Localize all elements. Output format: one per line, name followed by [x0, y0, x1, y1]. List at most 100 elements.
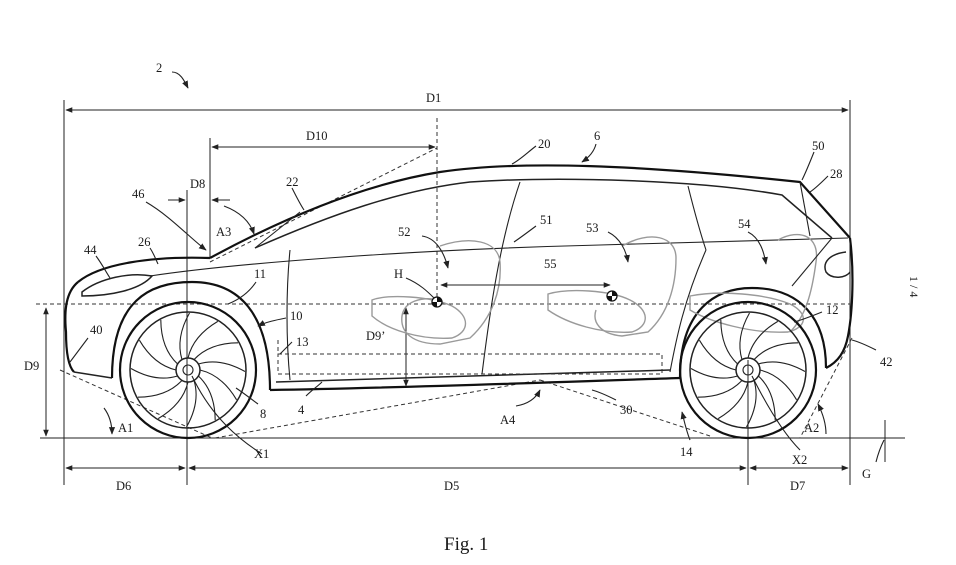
label-44: 44: [84, 243, 97, 257]
leader-50: [801, 151, 815, 181]
arc-a2: [817, 403, 827, 435]
battery-pack-outline: [277, 353, 663, 375]
label-2: 2: [156, 61, 162, 75]
leader-13: [279, 341, 293, 355]
leader-14: [680, 411, 691, 441]
label-40: 40: [90, 323, 103, 337]
leader-4: [305, 381, 323, 397]
wheel-spoke: [160, 319, 178, 365]
label-a4: A4: [500, 413, 516, 427]
windshield-line: [254, 211, 301, 249]
leader-22: [291, 187, 305, 211]
rear-wheel: [678, 300, 818, 440]
rear-pillar-line: [799, 181, 811, 237]
wheel-spoke: [198, 361, 246, 372]
label-h: H: [394, 267, 403, 281]
leader-42: [851, 339, 877, 351]
wheel-spoke: [193, 342, 239, 360]
leader-46: [145, 201, 207, 251]
label-55: 55: [544, 257, 557, 271]
wheel-spoke: [138, 339, 177, 371]
leader-44: [95, 255, 111, 279]
wheel-spoke: [758, 361, 806, 372]
tail-light: [824, 251, 851, 278]
label-6: 6: [594, 129, 600, 143]
hip-point-h-rear-fill: [607, 291, 617, 301]
wheel-spoke: [198, 375, 216, 421]
body-character-line: [149, 237, 849, 277]
c-pillar-line: [687, 185, 707, 251]
arc-a4: [515, 389, 541, 407]
leader-8: [235, 387, 259, 405]
leader-11: [227, 281, 257, 305]
headlight: [81, 274, 154, 297]
seat-53-cushion: [547, 289, 646, 333]
b-pillar-line-51: [481, 181, 521, 375]
figure-caption: Fig. 1: [444, 534, 488, 555]
front-bumper: [64, 281, 79, 373]
leader-2: [171, 71, 189, 89]
seat-54-frame: [791, 237, 833, 287]
label-42: 42: [880, 355, 893, 369]
sheet-number: 1 / 4: [907, 276, 921, 297]
wheel-spoke: [186, 380, 197, 428]
wheel-spoke: [747, 320, 779, 359]
seat-52: [401, 240, 501, 345]
wheel-spoke: [690, 368, 738, 379]
label-a1: A1: [118, 421, 133, 435]
leader-20: [511, 145, 537, 165]
window-upper-line: [254, 178, 833, 249]
leader-26: [149, 247, 159, 265]
label-53: 53: [586, 221, 599, 235]
leader-x1: [191, 375, 263, 455]
label-d1: D1: [426, 91, 441, 105]
leader-10: [257, 317, 287, 327]
label-g: G: [862, 467, 871, 481]
label-20: 20: [538, 137, 551, 151]
label-51: 51: [540, 213, 553, 227]
rear-door-line: [669, 249, 707, 373]
leader-30: [591, 389, 617, 401]
label-d8: D8: [190, 177, 205, 191]
breakover-line-right: [539, 379, 711, 437]
leader-h: [405, 277, 435, 299]
front-door-line: [286, 249, 291, 381]
label-10: 10: [290, 309, 303, 323]
leader-6: [581, 143, 597, 163]
rear-outline: [825, 237, 854, 369]
wheel-spoke: [739, 312, 750, 360]
label-11: 11: [254, 267, 266, 281]
wheel-spoke: [759, 369, 798, 401]
label-a3: A3: [216, 225, 231, 239]
label-d6: D6: [116, 479, 131, 493]
label-d5: D5: [444, 479, 459, 493]
wheel-spoke: [187, 320, 219, 359]
label-d9-prime: D9’: [366, 329, 385, 343]
seat-52-cushion: [371, 295, 467, 339]
wheel-spoke: [697, 380, 743, 398]
wheel-spoke: [137, 380, 183, 398]
label-d9: D9: [24, 359, 39, 373]
label-x1: X1: [254, 447, 269, 461]
label-4: 4: [298, 403, 305, 417]
wheel-spoke: [758, 375, 776, 421]
leader-51: [513, 225, 537, 243]
side-sill: [269, 376, 681, 392]
label-d7: D7: [790, 479, 805, 493]
leader-40: [69, 337, 89, 363]
wheel-spoke: [179, 312, 190, 360]
leader-52: [421, 235, 450, 269]
arc-a3: [223, 205, 255, 235]
hood-outline: [77, 256, 211, 283]
leader-53: [607, 231, 630, 263]
wheel-spoke: [157, 381, 189, 420]
label-8: 8: [260, 407, 266, 421]
leader-x2: [751, 375, 801, 451]
front-wheel-arch: [110, 280, 272, 391]
wheel-spoke: [698, 339, 737, 371]
breakover-line-left: [214, 379, 541, 439]
label-13: 13: [296, 335, 309, 349]
label-x2: X2: [792, 453, 807, 467]
label-22: 22: [286, 175, 299, 189]
label-28: 28: [830, 167, 843, 181]
